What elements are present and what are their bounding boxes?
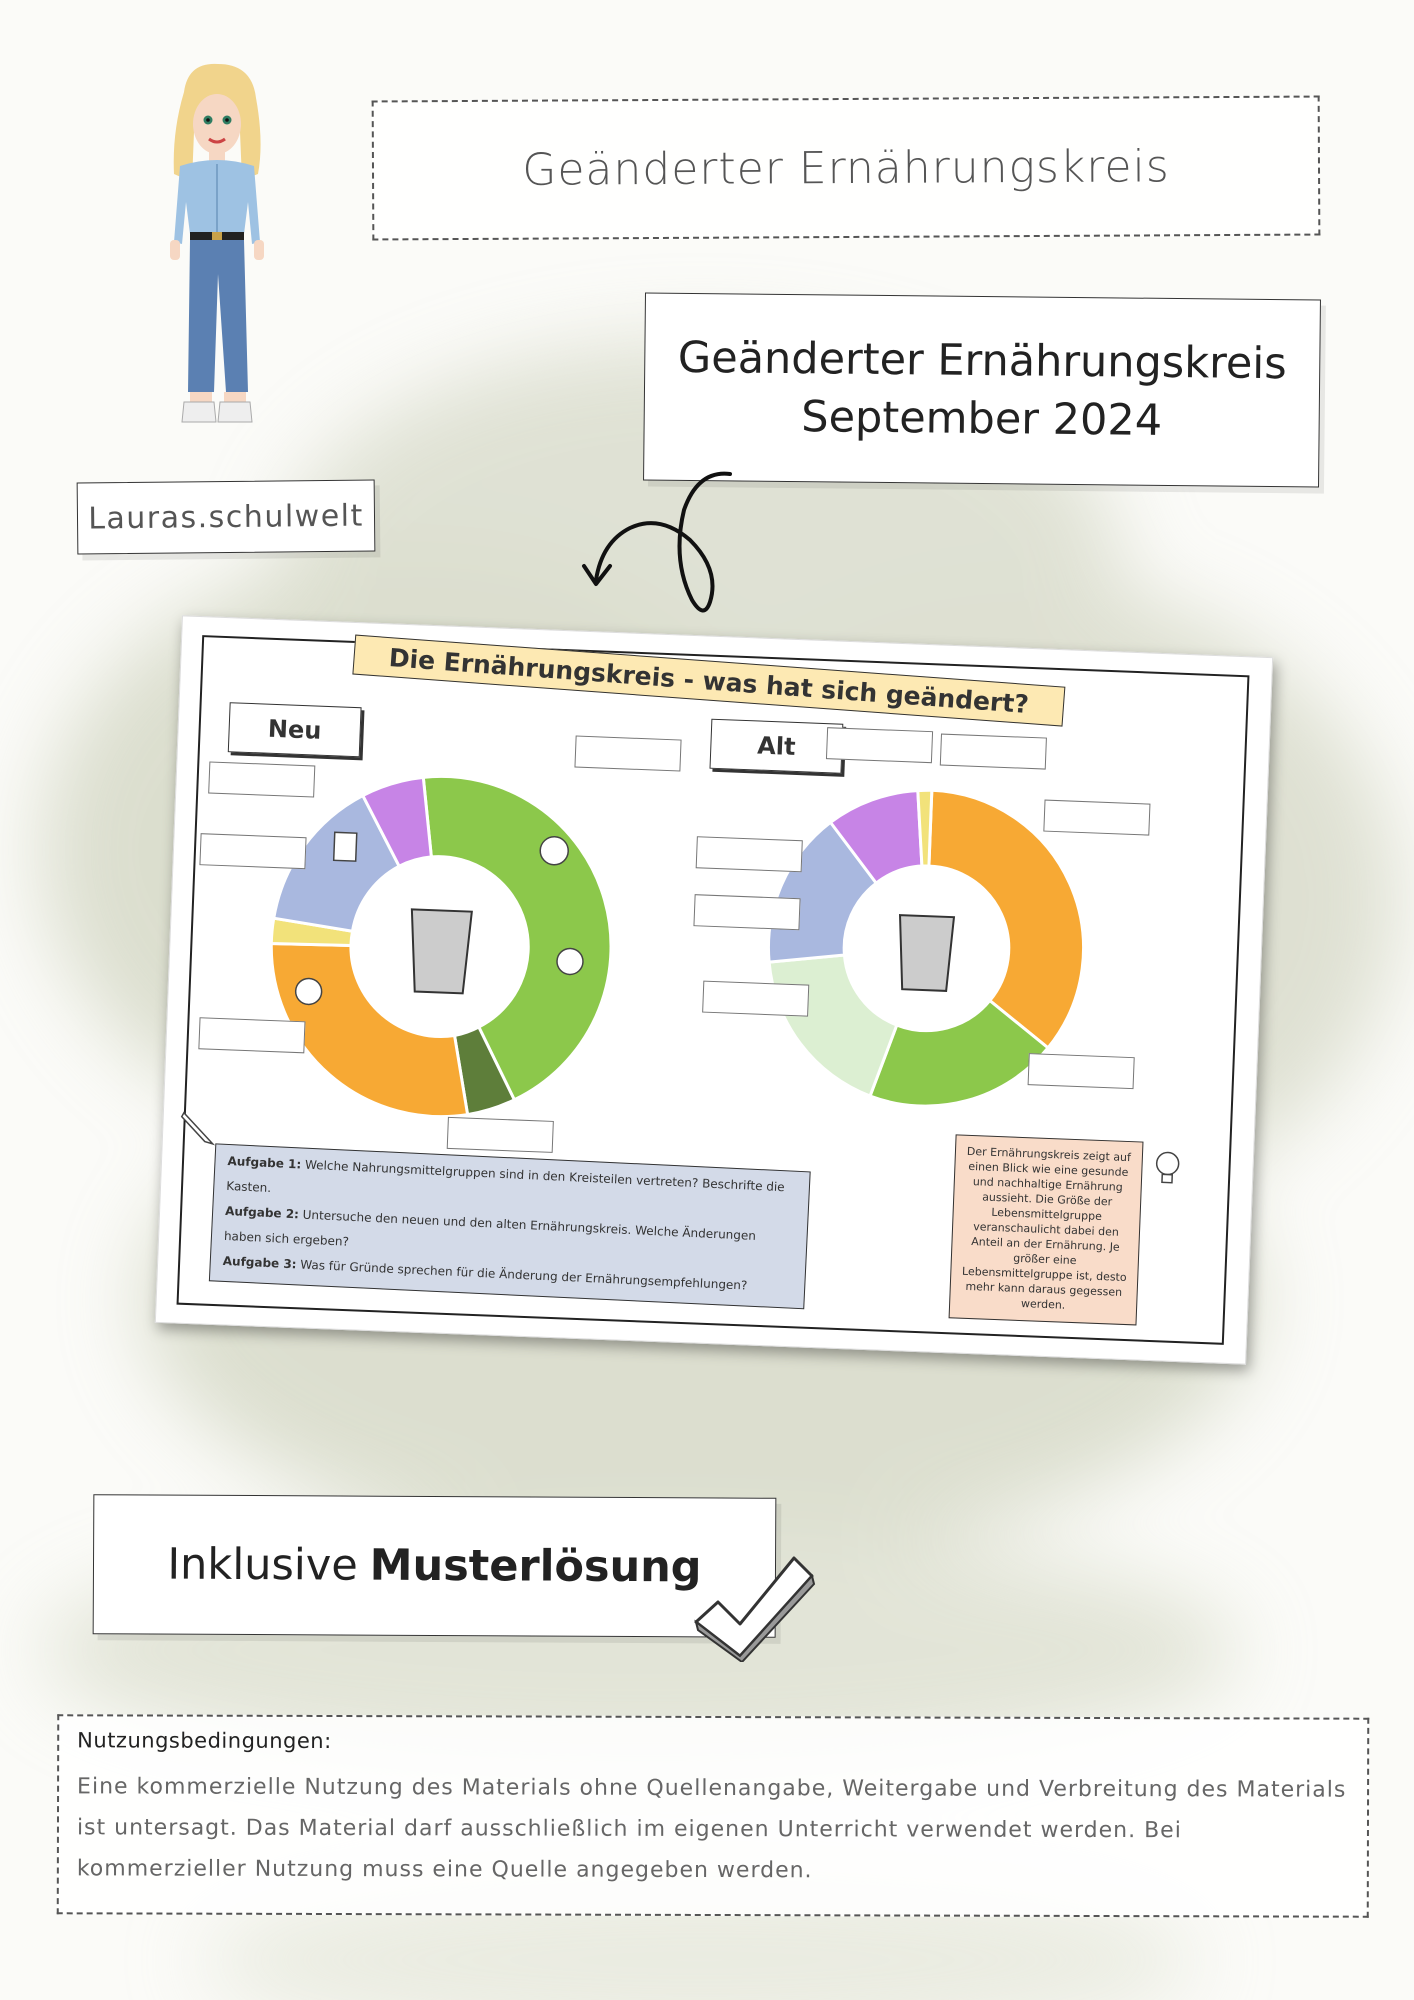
checkmark-icon [694, 1556, 816, 1662]
worksheet-preview: Die Ernährungskreis - was hat sich geänd… [154, 615, 1274, 1365]
task-1-label: Aufgabe 1: [227, 1153, 302, 1172]
page-title: Geänderter Ernährungskreis [371, 95, 1321, 241]
pretzel-icon [294, 977, 323, 1006]
worksheet-frame: Die Ernährungskreis - was hat sich geänd… [176, 634, 1250, 1345]
segment-vegetables-old [868, 998, 1051, 1108]
label-box[interactable] [199, 833, 307, 870]
label-box[interactable] [1043, 799, 1151, 836]
lightbulb-icon [1155, 1151, 1180, 1184]
terms-box: Nutzungsbedingungen: Eine kommerzielle N… [56, 1714, 1370, 1918]
segment-meat-fish [360, 775, 434, 869]
brand-label: Lauras.schulwelt [76, 479, 376, 555]
task-1-text: Welche Nahrungsmittelgruppen sind in den… [226, 1157, 785, 1196]
water-glass-icon-old [898, 914, 956, 992]
label-box[interactable] [574, 735, 682, 772]
subtitle-line-2: September 2024 [801, 392, 1163, 446]
curly-arrow-icon [582, 471, 732, 613]
new-circle [269, 774, 613, 1119]
subtitle-box: Geänderter Ernährungskreis September 202… [643, 292, 1321, 488]
task-3-label: Aufgabe 3: [222, 1253, 297, 1272]
label-box[interactable] [1027, 1053, 1135, 1090]
tasks-box: Aufgabe 1: Welche Nahrungsmittelgruppen … [208, 1143, 811, 1310]
milk-carton-icon [332, 831, 358, 862]
label-box[interactable] [446, 1116, 554, 1153]
worksheet-title: Die Ernährungskreis - was hat sich geänd… [352, 634, 1066, 727]
label-box[interactable] [198, 1017, 306, 1054]
terms-heading: Nutzungsbedingungen: [77, 1728, 332, 1754]
label-box[interactable] [702, 980, 810, 1017]
label-box[interactable] [825, 727, 934, 764]
task-2-label: Aufgabe 2: [224, 1203, 300, 1222]
pencil-icon [180, 1111, 216, 1146]
label-box[interactable] [208, 761, 316, 798]
tag-old: Alt [709, 718, 844, 774]
avatar-illustration [170, 63, 264, 423]
water-glass-icon [410, 908, 473, 995]
segment-fats-old [916, 788, 934, 868]
solution-prefix: Inklusive [167, 1539, 358, 1591]
label-box[interactable] [939, 733, 1047, 770]
pepper-icon [539, 836, 569, 866]
tomato-icon [556, 947, 584, 976]
tag-new: Neu [227, 702, 362, 758]
terms-text: Eine kommerzielle Nutzung des Materials … [76, 1774, 1347, 1884]
solution-bold: Musterlösung [369, 1540, 702, 1593]
segment-grains-old [927, 788, 1085, 1050]
solution-banner: Inklusive Musterlösung [92, 1494, 777, 1638]
label-box[interactable] [693, 894, 801, 931]
subtitle-line-1: Geänderter Ernährungskreis [677, 332, 1287, 390]
label-box[interactable] [695, 836, 803, 873]
info-note: Der Ernährungskreis zeigt auf einen Blic… [948, 1134, 1144, 1326]
